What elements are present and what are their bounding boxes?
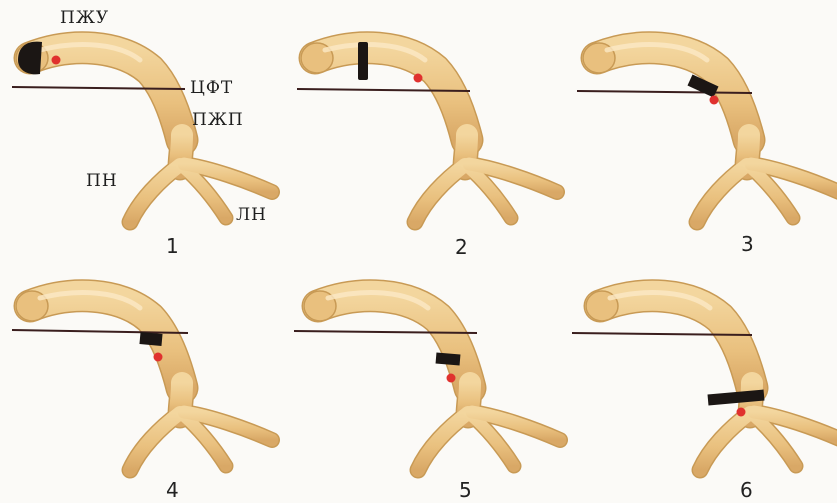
- vessel-panel-2: [301, 43, 557, 222]
- vessels-layer: [16, 43, 837, 470]
- panel-number-2: 2: [455, 237, 468, 257]
- panel-number-4: 4: [166, 480, 179, 500]
- red-dot-1: [52, 56, 61, 65]
- occlusion-band-2: [358, 42, 368, 80]
- vessel-panel-1: [16, 43, 272, 222]
- red-dot-2: [414, 74, 423, 83]
- panel-number-1: 1: [166, 236, 179, 256]
- panel-number-5: 5: [459, 480, 472, 500]
- label-ln: ЛН: [236, 207, 267, 224]
- occlusion-band-6: [708, 395, 764, 400]
- panel-number-3: 3: [741, 234, 754, 254]
- red-dot-5: [447, 374, 456, 383]
- vessel-panel-4: [16, 291, 272, 470]
- vessel-panel-3: [583, 43, 837, 222]
- occlusion-band-4: [140, 338, 162, 340]
- label-pzhp: ПЖП: [192, 112, 244, 129]
- vessel-panel-6: [586, 291, 837, 470]
- red-dot-3: [710, 96, 719, 105]
- label-pn: ПН: [86, 173, 118, 190]
- red-dot-6: [737, 408, 746, 417]
- red-dot-4: [154, 353, 163, 362]
- occlusion-band-5: [436, 358, 460, 360]
- label-cft: ЦФТ: [190, 80, 233, 97]
- panel-number-6: 6: [740, 480, 753, 500]
- label-pzhu: ПЖУ: [60, 10, 109, 27]
- vessel-panel-5: [304, 291, 560, 470]
